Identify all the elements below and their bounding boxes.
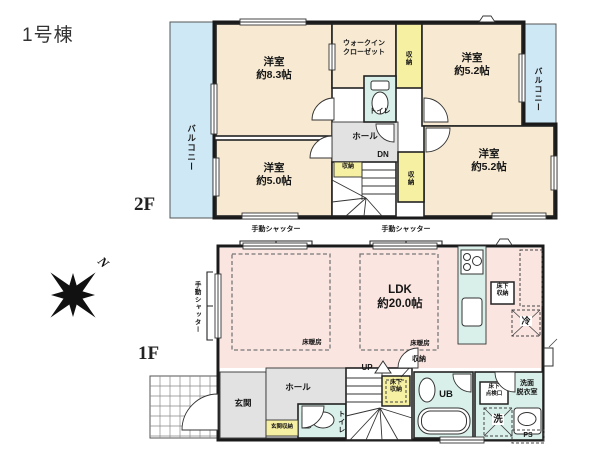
label-pipe-space: PS xyxy=(523,432,533,439)
plan-title: 1号棟 xyxy=(22,25,74,46)
closet-top-2f xyxy=(395,23,423,89)
floor-heating-right-area xyxy=(359,253,439,351)
label-dn: DN xyxy=(377,150,389,159)
label-shutter-side: 手動シャッター xyxy=(193,280,201,334)
label-refrigerator: 冷 xyxy=(516,316,536,327)
floor-heating-left-area xyxy=(231,253,331,351)
stairs-2f-treads xyxy=(361,162,396,200)
label-room-2f-52a: 洋室 約5.2帖 xyxy=(454,52,490,78)
entrance-storage xyxy=(265,419,299,437)
doors-1f xyxy=(181,347,516,431)
balcony-right-2f xyxy=(523,23,557,125)
sink-icon xyxy=(461,297,483,327)
underfloor-storage-kitchen-box xyxy=(490,281,515,305)
vanity-icon xyxy=(513,407,542,435)
label-closet-side-2f: 収納 xyxy=(406,170,414,186)
label-balcony-left-2f: バルコニー xyxy=(186,124,197,172)
refrigerator-text: 冷 xyxy=(520,316,532,326)
cupboard-space xyxy=(519,249,543,307)
floor-1f-plan xyxy=(149,238,558,444)
label-room-2f-83: 洋室 約8.3帖 xyxy=(256,56,292,82)
label-washer: 洗 xyxy=(490,414,506,426)
label-washroom: 洗面 脱衣室 xyxy=(516,380,538,396)
doors-2f xyxy=(309,97,451,159)
kitchen-counter xyxy=(457,245,487,345)
label-hall-1f: ホール xyxy=(285,382,311,392)
label-underfloor-storage-stairs: 床下 収納 xyxy=(389,380,402,393)
vent-2f xyxy=(478,15,496,23)
floor-label-1f: 1F xyxy=(138,343,160,364)
closet-side-2f xyxy=(397,151,425,203)
label-unit-bath: UB xyxy=(439,389,453,400)
compass-rose: N xyxy=(50,253,113,318)
label-entrance: 玄関 xyxy=(234,398,252,408)
floor-2f-plan xyxy=(169,15,558,220)
stairs-1f-treads xyxy=(346,368,383,406)
label-inspection-hatch: 床下 点検口 xyxy=(485,384,503,397)
label-balcony-right-2f: バルコニー xyxy=(534,66,543,112)
label-floor-heating-left: 床暖房 xyxy=(302,339,322,346)
stairs-1f-fan xyxy=(345,407,413,441)
balcony-left-2f xyxy=(169,21,215,219)
label-closet-callout: 収納 xyxy=(412,356,426,363)
label-closet-top-2f: 収納 xyxy=(404,50,412,66)
label-shutter-top-right: 手動シャッター xyxy=(381,226,431,233)
stairs-2f-fan xyxy=(331,179,383,217)
stairs-arrow xyxy=(374,360,392,374)
label-closet-hall-2f: 収納 xyxy=(341,164,354,170)
label-walk-in-closet: ウォークイン クローゼット xyxy=(343,40,385,56)
inspection-hatch-box xyxy=(479,381,509,405)
toilet-icon-2f xyxy=(370,80,390,115)
label-toilet-1f: トイレ xyxy=(337,410,345,434)
label-room-2f-52b: 洋室 約5.2帖 xyxy=(471,148,507,174)
ldk-room xyxy=(220,248,541,368)
compass-north-label: N xyxy=(94,253,112,271)
pipe-space-box xyxy=(511,429,545,444)
floor-label-2f: 2F xyxy=(134,194,156,215)
label-underfloor-storage-kitchen: 床下 収納 xyxy=(496,284,509,297)
label-toilet-2f: トイレ xyxy=(369,108,391,115)
label-shutter-top-left: 手動シャッター xyxy=(251,226,301,233)
washer-text: 洗 xyxy=(492,414,504,425)
entry-door xyxy=(181,393,219,431)
label-up: UP xyxy=(361,363,373,372)
windows-2f xyxy=(210,15,558,220)
label-hall-2f: ホール xyxy=(352,131,378,141)
bath-icons xyxy=(417,377,471,435)
label-room-2f-50: 洋室 約5.0帖 xyxy=(256,162,292,188)
underfloor-storage-stairs-box xyxy=(381,375,411,407)
label-floor-heating-right: 床暖房 xyxy=(410,340,430,347)
water-heater xyxy=(543,338,558,367)
windows-1f xyxy=(214,238,513,444)
label-entrance-storage: 玄関収納 xyxy=(270,424,293,430)
vent-1f xyxy=(495,238,513,246)
label-ldk: LDK 約20.0帖 xyxy=(377,284,423,311)
